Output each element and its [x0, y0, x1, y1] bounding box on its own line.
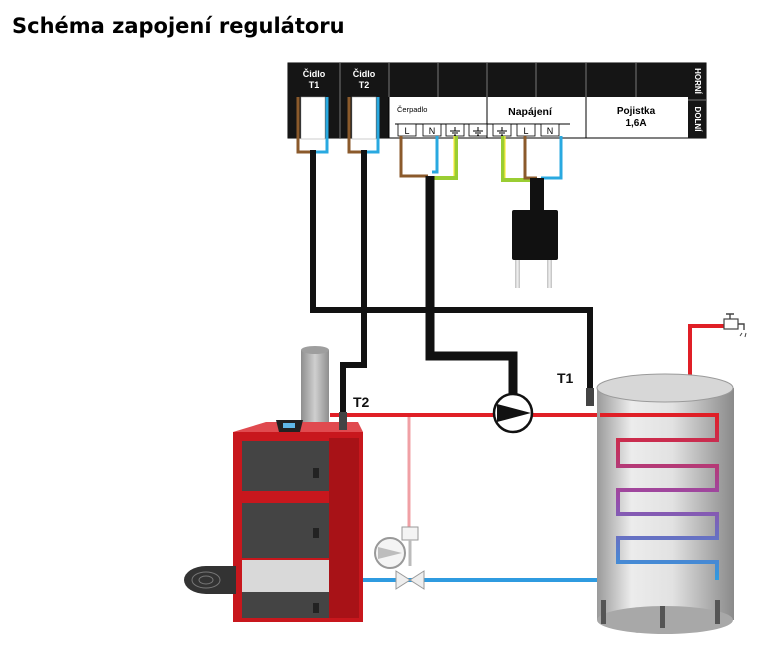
power-wires [501, 136, 563, 182]
sensor-t2-label: T2 [353, 394, 370, 410]
cable-t2 [340, 150, 367, 416]
fuse-value: 1,6A [625, 118, 646, 129]
terminal-block: HORNÍ DOLNÍ Čidlo T1 Čidlo T2 Čerpadlo N… [287, 62, 707, 139]
pump-label: Čerpadlo [397, 105, 427, 114]
boiler [233, 422, 363, 622]
fuse-label: Pojistka [617, 106, 656, 117]
hot-water-tank [596, 373, 734, 634]
sensor-t1-probe [586, 388, 594, 406]
pump-terminal-n: N [429, 126, 436, 136]
power-terminal-l: L [523, 126, 528, 136]
bypass-pump-icon [374, 537, 406, 569]
sensor-t2-wire-ends [347, 96, 380, 154]
side-label-lower: DOLNÍ [693, 107, 702, 133]
sensor-t2-label-line2: T2 [359, 80, 370, 90]
sensor-t1-wire-ends [296, 96, 329, 154]
power-label: Napájení [508, 106, 553, 118]
pump-wires [399, 136, 458, 180]
sensor-t2-label-line1: Čidlo [353, 68, 376, 79]
cable-t1 [310, 150, 593, 390]
side-label-upper: HORNÍ [693, 68, 702, 95]
diagram-title: Schéma zapojení regulátoru [12, 14, 345, 38]
power-terminal-n: N [547, 126, 554, 136]
hot-water-outlet-pipe [688, 324, 726, 375]
pump-terminal-l: L [404, 126, 409, 136]
mixing-valve-icon [395, 526, 425, 590]
sensor-t2-probe [339, 412, 347, 430]
sensor-t1-label-line2: T1 [309, 80, 320, 90]
chimney [301, 346, 329, 430]
ground-icon [450, 127, 507, 136]
heating-coil [600, 413, 719, 580]
boiler-controller-icon [276, 420, 303, 432]
fuel-roll-icon [184, 566, 236, 594]
sensor-t1-label-line1: Čidlo [303, 68, 326, 79]
sensor-t1-label: T1 [557, 370, 574, 386]
cable-pump [425, 176, 518, 395]
faucet-icon [723, 313, 747, 338]
power-plug-icon [512, 178, 558, 288]
circulation-pump-icon [492, 392, 534, 434]
